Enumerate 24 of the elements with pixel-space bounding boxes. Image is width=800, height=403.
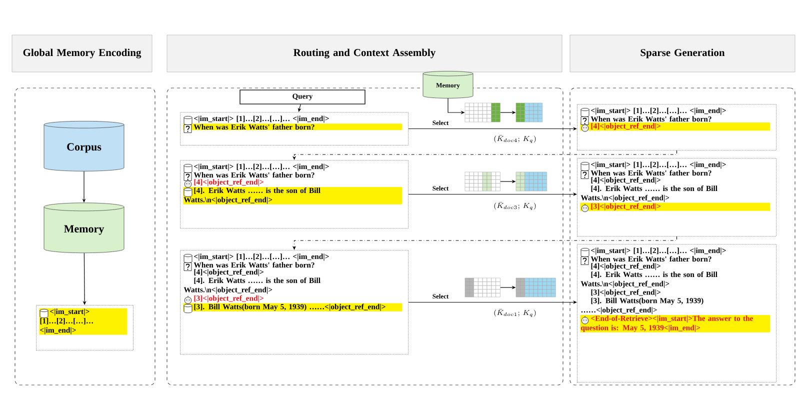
matrix-grid xyxy=(516,278,556,298)
matrix-grid xyxy=(464,278,500,298)
dashed-panel xyxy=(570,88,796,386)
formula-label: $(\bar{K}_{doc1};\, K_q)$ xyxy=(494,308,536,317)
matrix-grid xyxy=(464,102,500,122)
database-cylinder: Memory xyxy=(44,202,124,254)
section-header: Routing and Context Assembly xyxy=(166,34,562,72)
formula-label: $(\bar{K}_{doc4};\, K_q)$ xyxy=(494,134,536,143)
section-header: Sparse Generation xyxy=(570,34,796,72)
dashed-panel xyxy=(166,88,564,386)
text-box xyxy=(36,305,134,350)
matrix-grid xyxy=(516,172,547,192)
text-box xyxy=(577,158,776,236)
section-header: Global Memory Encoding xyxy=(12,34,152,72)
matrix-grid xyxy=(464,172,500,192)
text-box xyxy=(180,250,408,354)
dashed-panel xyxy=(14,88,156,386)
matrix-grid xyxy=(516,102,543,122)
formula-label: $(\bar{K}_{doc3};\, K_q)$ xyxy=(494,202,536,210)
text-box xyxy=(180,112,408,146)
text-box xyxy=(577,244,776,382)
text-box xyxy=(180,160,408,228)
text-box xyxy=(577,104,776,150)
database-cylinder: Corpus xyxy=(44,120,124,172)
